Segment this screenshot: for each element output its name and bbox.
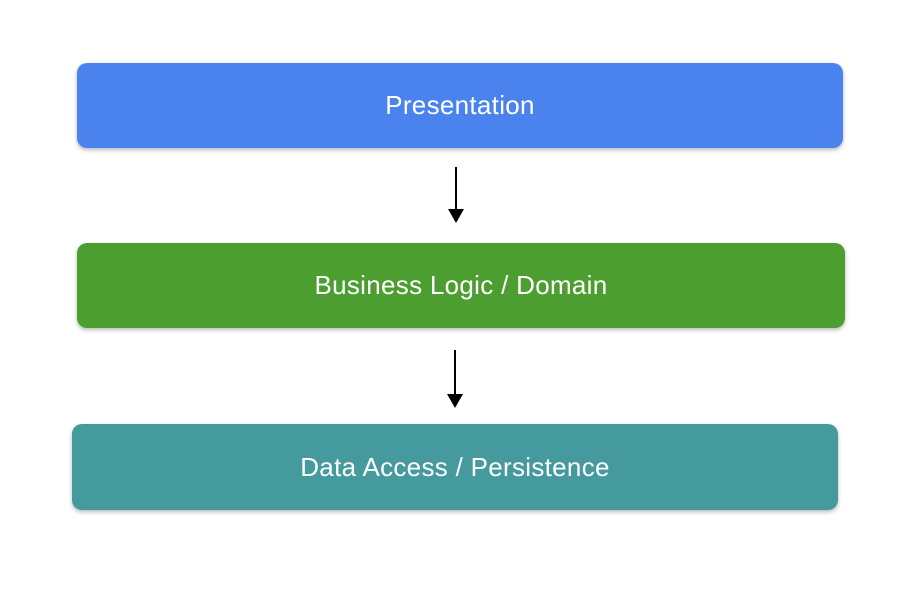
layer-node-business-logic: Business Logic / Domain [77,243,845,328]
down-arrow-icon [447,350,463,408]
layer-label-business-logic: Business Logic / Domain [314,270,608,300]
layer-label-data-access: Data Access / Persistence [300,451,610,482]
layer-node-data-access: Data Access / Persistence [72,424,838,510]
arrow-head [447,394,463,408]
layer-node-presentation: Presentation [77,63,843,148]
arrow-head [448,209,464,223]
layer-label-presentation: Presentation [385,90,535,120]
down-arrow-icon [448,167,464,223]
arrow-stem [455,167,457,209]
arrow-stem [454,350,456,394]
